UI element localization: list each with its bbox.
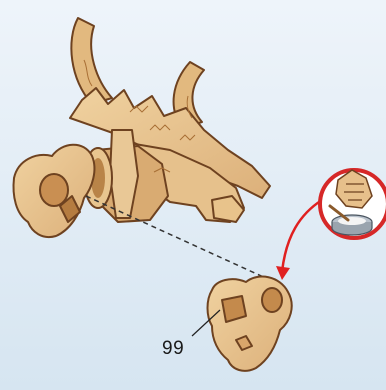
glue-badge-icon xyxy=(320,170,386,238)
part-number-label: 99 xyxy=(162,338,184,360)
base-round-hole xyxy=(40,174,68,206)
